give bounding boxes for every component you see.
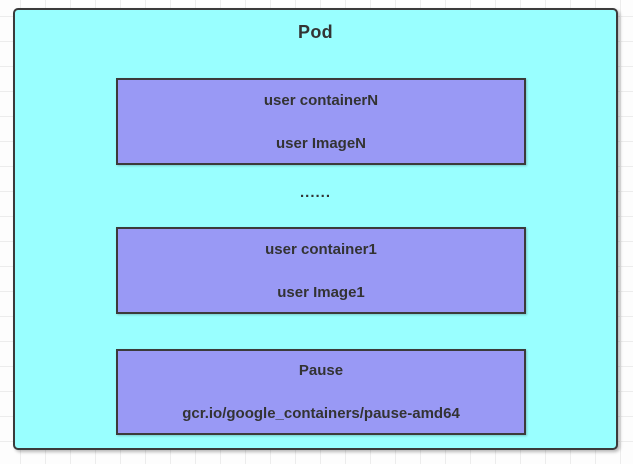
pod-title: Pod <box>298 22 333 42</box>
container-box-user-containerN: user containerN user ImageN <box>116 78 526 165</box>
container-box-pause: Pause gcr.io/google_containers/pause-amd… <box>116 349 526 435</box>
container-image: gcr.io/google_containers/pause-amd64 <box>182 405 460 422</box>
container-image: user ImageN <box>275 134 367 152</box>
container-name: Pause <box>298 362 344 379</box>
container-image: user Image1 <box>277 283 365 301</box>
ellipsis-label: ...... <box>299 184 331 201</box>
container-name: user containerN <box>263 91 379 109</box>
pod-shape: Pod user containerN user ImageN ...... u… <box>13 8 618 450</box>
container-name: user container1 <box>265 240 377 258</box>
container-box-user-container1: user container1 user Image1 <box>116 227 526 314</box>
